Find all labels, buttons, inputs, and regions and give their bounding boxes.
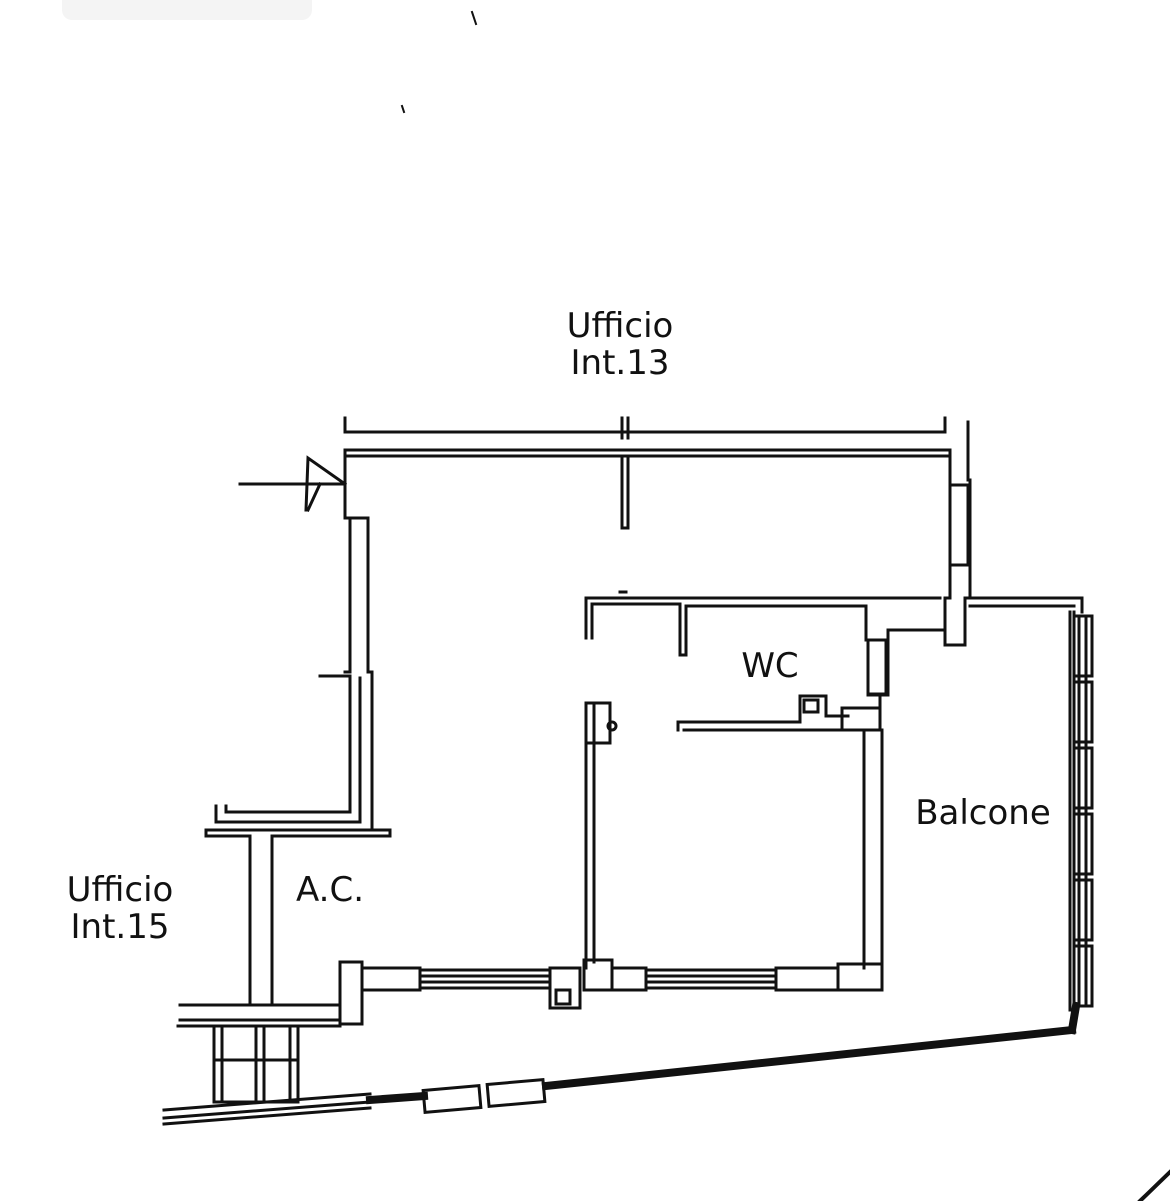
room-label-ufficio-15: Ufficio Int.15 [30,872,210,945]
south-wall [360,958,884,1010]
scan-smudge [62,0,312,20]
room-label-ufficio-15-line2: Int.15 [70,906,170,947]
room-label-wc: WC [741,646,799,686]
balcony-outline [968,596,1094,1035]
wall-lines [162,10,1170,1201]
north-wall [343,448,972,647]
room-label-ufficio-15-line1: Ufficio [66,870,174,910]
wc-partitions [584,590,947,732]
entrance-marker [238,455,348,512]
southwest-walls [176,960,364,1104]
room-label-ufficio-13-line1: Ufficio [566,306,674,346]
outer-facade [162,1025,1077,1126]
room-label-ac: A.C. [295,870,365,910]
scan-marks [400,10,1170,1201]
top-boundary [343,416,970,482]
room-label-ufficio-13-line2: Int.13 [570,342,670,383]
room-label-balcone: Balcone [915,793,1051,833]
west-wall [204,448,392,1007]
inner-room-walls [584,701,884,990]
room-label-ufficio-13: Ufficio Int.13 [520,308,720,381]
